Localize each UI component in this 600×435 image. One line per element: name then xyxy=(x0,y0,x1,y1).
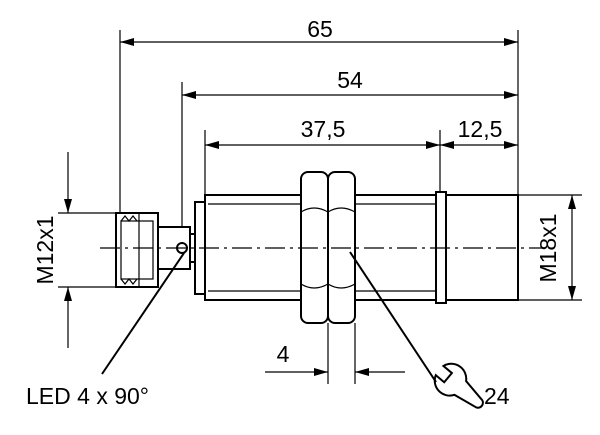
wrench-icon-outline xyxy=(433,362,484,409)
nut-left-faces xyxy=(300,207,329,289)
led-leader-line xyxy=(101,252,185,375)
connector-coupling xyxy=(115,212,159,288)
label-connector-thread: M12x1 xyxy=(32,215,58,284)
nut-right-faces xyxy=(327,207,356,289)
label-cap-length: 12,5 xyxy=(458,116,503,142)
label-overall-length: 65 xyxy=(307,16,333,42)
label-body-length: 54 xyxy=(337,67,363,93)
connector xyxy=(115,212,197,288)
wrench-icon xyxy=(433,362,484,409)
connector-thread-teeth xyxy=(120,215,138,285)
label-led: LED 4 x 90° xyxy=(26,383,149,409)
label-body-thread: M18x1 xyxy=(535,213,561,282)
label-wrench-size: 24 xyxy=(484,383,510,409)
wrench-leader-line xyxy=(349,251,437,383)
label-thread-length: 37,5 xyxy=(301,116,346,142)
dimension-lines xyxy=(64,38,576,376)
label-nut-width: 4 xyxy=(277,341,290,367)
